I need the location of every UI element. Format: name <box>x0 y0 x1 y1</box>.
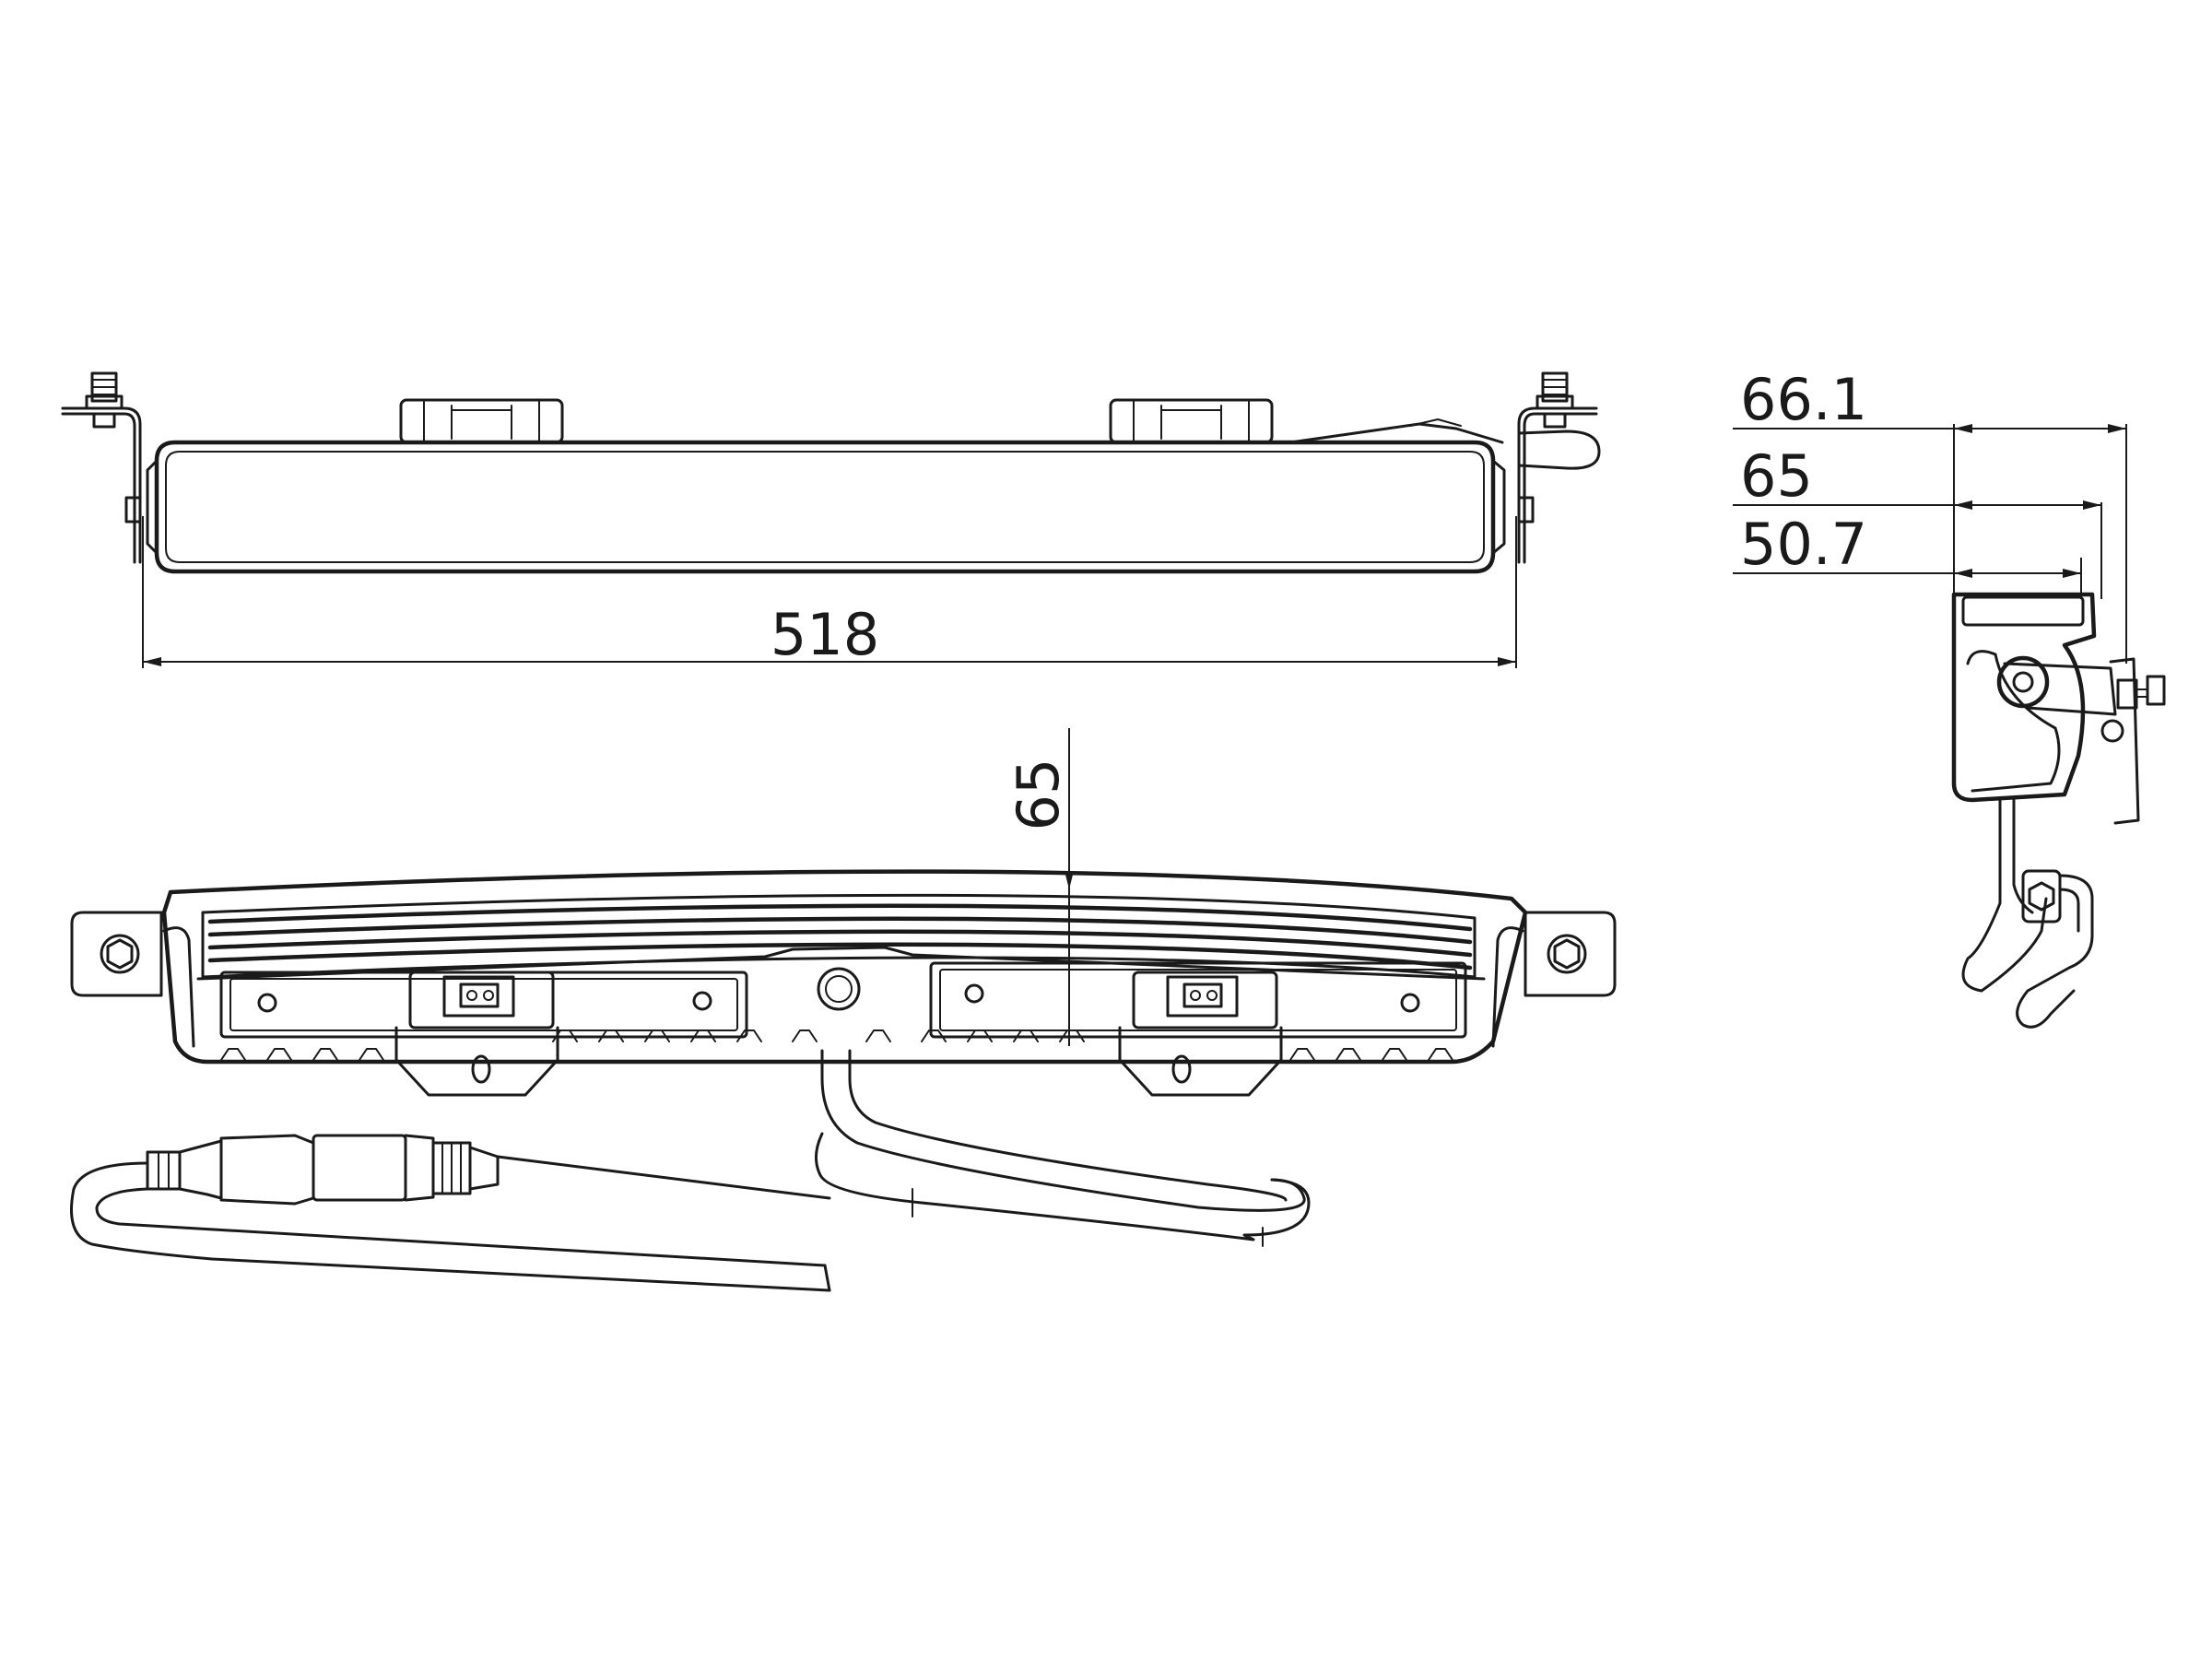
dim-depth-65: 65 <box>1740 442 1813 510</box>
hinge-right <box>1109 398 1274 444</box>
front-hinge-left <box>394 971 559 1097</box>
dim-depth-50-7: 50.7 <box>1740 511 1867 578</box>
top-view: 518 <box>61 371 1601 668</box>
side-view: 66.1 65 50.7 <box>1733 366 2166 1029</box>
hinge-left <box>399 398 564 444</box>
front-left-plate <box>70 911 195 1048</box>
front-view: 65 <box>70 728 1617 1292</box>
dim-width-518: 518 <box>771 601 879 668</box>
bracket-left <box>61 371 142 564</box>
bracket-right <box>1517 371 1601 564</box>
cable-connector <box>70 1134 831 1292</box>
dim-height-65: 65 <box>1005 759 1072 831</box>
bottom-serrations <box>220 1030 1453 1061</box>
dim-depth-66-1: 66.1 <box>1740 366 1867 433</box>
front-right-plate <box>1491 911 1617 1048</box>
front-hinge-right <box>1118 971 1283 1097</box>
